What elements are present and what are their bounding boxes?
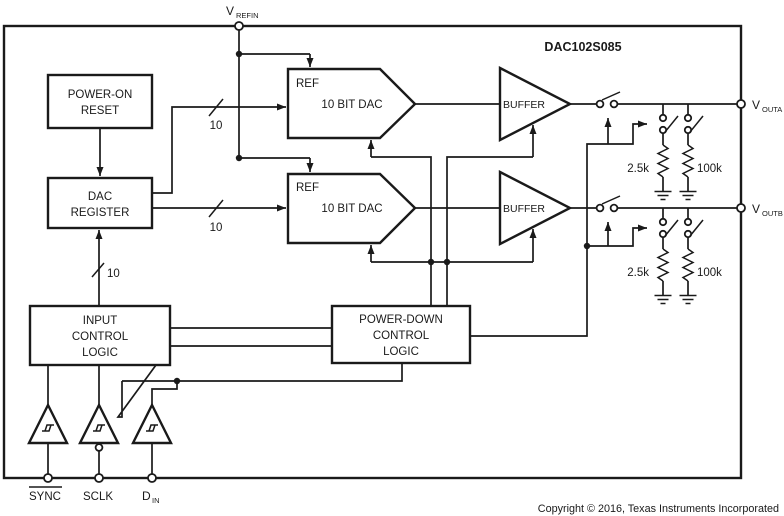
output-switch-a	[570, 91, 741, 109]
wire-icl-to-pdl	[170, 327, 332, 347]
vouta-label: V OUTA	[752, 98, 782, 114]
pulldown-a-2_5k	[654, 104, 679, 201]
pdl-line2: CONTROL	[373, 330, 430, 342]
ground-icon	[679, 190, 697, 201]
ground-icon	[654, 190, 672, 201]
dac-a-label: 10 BIT DAC	[321, 99, 382, 111]
pdl-line1: POWER-DOWN	[359, 314, 443, 326]
vrefin-sub: REFIN	[236, 11, 259, 20]
pulldown-b-2_5k	[654, 208, 679, 305]
dac-register-line1: DAC	[88, 191, 112, 203]
sclk-inverter-bubble	[94, 443, 104, 452]
dac-register-line2: REGISTER	[71, 207, 130, 219]
schmitt-icon	[93, 424, 105, 432]
buffer-b-block	[498, 170, 573, 246]
resistor-b2	[681, 248, 695, 282]
wire-vrefin-net	[234, 21, 314, 172]
sync-input-buffer	[27, 365, 69, 478]
bus-input-width-label: 10	[107, 268, 120, 280]
wire-register-bus-b	[152, 199, 286, 218]
resistor-b2-label: 100k	[697, 267, 722, 279]
sclk-terminal	[94, 473, 104, 483]
voutb-main: V	[752, 202, 760, 216]
voutb-label: V OUTB	[752, 202, 783, 218]
pulldown-b-100k	[679, 208, 704, 305]
dac-b-label: 10 BIT DAC	[321, 203, 382, 215]
bus-a-width-label: 10	[210, 120, 223, 132]
vouta-sub: OUTA	[762, 105, 782, 114]
vouta-main: V	[752, 98, 760, 112]
copyright-text: Copyright © 2016, Texas Instruments Inco…	[538, 503, 779, 515]
wire-register-bus-a	[152, 98, 286, 194]
sclk-label: SCLK	[83, 491, 113, 503]
sync-label: SYNC	[29, 486, 62, 503]
sync-text: SYNC	[29, 491, 61, 503]
chip-outline	[2, 24, 743, 480]
bus-b-width-label: 10	[210, 222, 223, 234]
bus-slash-b	[208, 199, 224, 218]
pulldown-a-100k	[679, 104, 704, 201]
output-switch-b	[570, 195, 741, 213]
wire-powerdown-net	[367, 125, 537, 306]
dac-a-ref-label: REF	[296, 78, 319, 90]
vrefin-terminal	[234, 21, 244, 31]
sclk-input-buffer	[78, 365, 120, 478]
schmitt-icon	[42, 424, 54, 432]
resistor-a2	[681, 144, 695, 178]
wire-din-net	[116, 363, 403, 418]
vrefin-main: V	[226, 4, 234, 18]
resistor-a1-label: 2.5k	[627, 163, 649, 175]
dac-a-block	[286, 67, 417, 140]
dac-register-block	[46, 176, 154, 230]
bus-slash-input	[91, 262, 105, 278]
icl-line1: INPUT	[83, 315, 118, 327]
buffer-b-label: BUFFER	[503, 203, 545, 215]
resistor-b1	[656, 248, 670, 282]
chip-title: DAC102S085	[544, 40, 621, 54]
icl-line2: CONTROL	[72, 331, 129, 343]
resistor-b1-label: 2.5k	[627, 267, 649, 279]
din-sub: IN	[152, 496, 160, 505]
din-input-buffer	[131, 402, 173, 478]
power-down-control-logic-block	[330, 304, 472, 365]
din-label: D IN	[142, 489, 160, 505]
resistor-a1	[656, 144, 670, 178]
voutb-terminal	[736, 203, 746, 213]
schmitt-icon	[146, 424, 158, 432]
sync-terminal	[43, 473, 53, 483]
wire-powerdown-switch-net	[470, 118, 647, 337]
dac-b-block	[286, 172, 417, 245]
vouta-terminal	[736, 99, 746, 109]
din-terminal	[147, 473, 157, 483]
resistor-a2-label: 100k	[697, 163, 722, 175]
power-on-reset-line1: POWER-ON	[68, 89, 133, 101]
wire-icl-to-register	[91, 230, 105, 306]
input-control-logic-block	[28, 304, 172, 367]
vrefin-label: V REFIN	[226, 4, 259, 20]
ground-icon	[654, 294, 672, 305]
din-main: D	[142, 489, 151, 503]
power-on-reset-line2: RESET	[81, 105, 119, 117]
ground-icon	[679, 294, 697, 305]
voutb-sub: OUTB	[762, 209, 783, 218]
buffer-a-label: BUFFER	[503, 99, 545, 111]
bus-slash-a	[208, 98, 224, 117]
dac-b-ref-label: REF	[296, 182, 319, 194]
icl-line3: LOGIC	[82, 347, 118, 359]
buffer-a-block	[498, 66, 573, 142]
power-on-reset-block	[46, 73, 154, 130]
pdl-line3: LOGIC	[383, 346, 419, 358]
